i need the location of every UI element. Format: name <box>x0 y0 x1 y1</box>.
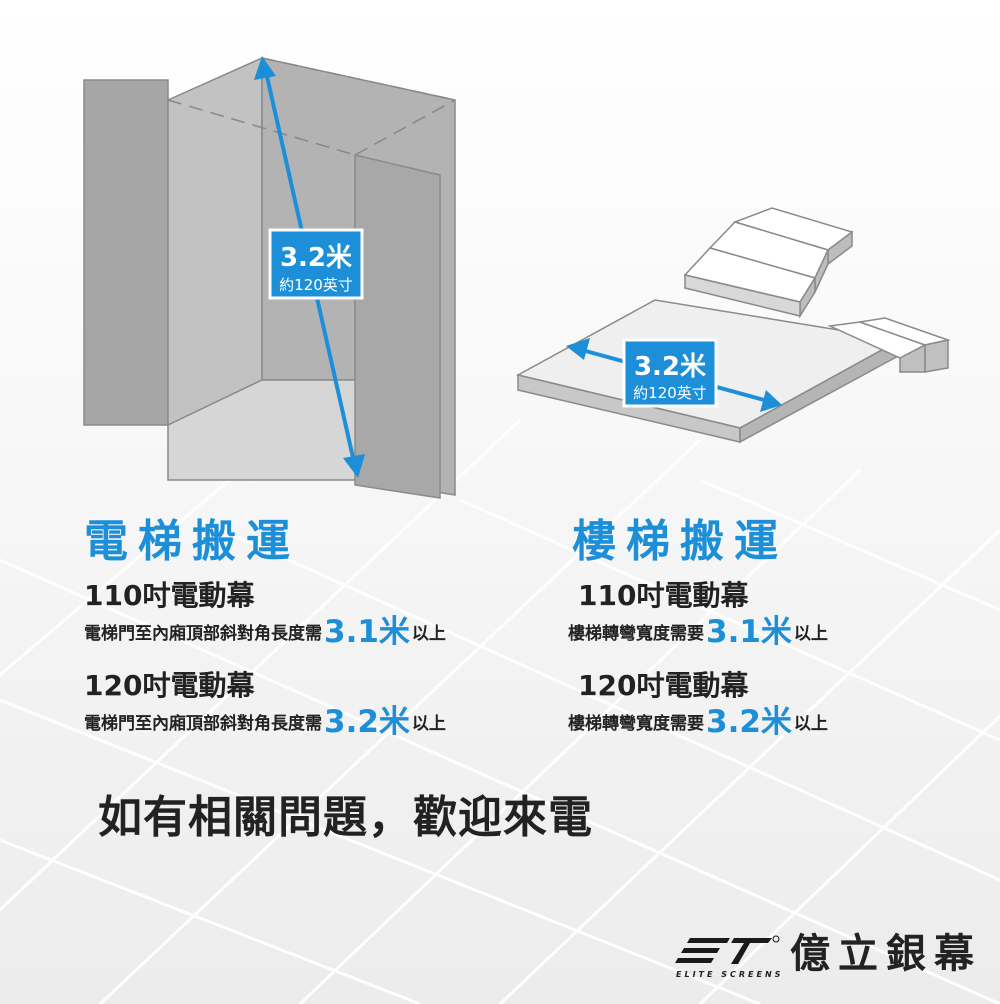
elevator-badge-main: 3.2米 <box>280 243 352 273</box>
elevator-section-title: 電梯搬運 <box>84 516 300 567</box>
elevator-120-title: 120吋電動幕 <box>84 669 255 702</box>
stairs-110-requirement: 樓梯轉彎寬度需要3.1米以上 <box>568 617 828 648</box>
elevator-120-suffix: 以上 <box>411 714 446 734</box>
elevator-110-requirement: 電梯門至內廂頂部斜對角長度需3.1米以上 <box>84 617 446 648</box>
stairs-badge-sub: 約120英寸 <box>633 384 707 402</box>
elevator-120-requirement: 電梯門至內廂頂部斜對角長度需3.2米以上 <box>84 707 446 738</box>
brand-subtitle: ELITE SCREENS <box>676 970 784 979</box>
stairs-120-text: 樓梯轉彎寬度需要 <box>568 714 704 734</box>
stairs-110-title: 110吋電動幕 <box>578 579 749 612</box>
elite-screens-logo-icon <box>675 935 780 964</box>
stairs-badge-main: 3.2米 <box>634 352 706 382</box>
elevator-size-badge <box>268 228 364 300</box>
stairs-section-title: 樓梯搬運 <box>572 516 788 567</box>
elevator-110-suffix: 以上 <box>411 624 446 644</box>
stairs-120-requirement: 樓梯轉彎寬度需要3.2米以上 <box>568 707 828 738</box>
stairs-120-title: 120吋電動幕 <box>578 669 749 702</box>
stairs-110-value: 3.1米 <box>706 614 792 650</box>
stairs-110-suffix: 以上 <box>793 624 828 644</box>
elevator-120-value: 3.2米 <box>324 704 410 740</box>
elevator-badge-sub: 約120英寸 <box>279 276 353 294</box>
contact-message: 如有相關問題，歡迎來電 <box>98 792 593 843</box>
elevator-110-value: 3.1米 <box>324 614 410 650</box>
stairs-120-suffix: 以上 <box>793 714 828 734</box>
elevator-110-title: 110吋電動幕 <box>84 579 255 612</box>
elevator-120-text: 電梯門至內廂頂部斜對角長度需 <box>84 714 322 734</box>
brand-name: 億立銀幕 <box>790 931 982 977</box>
elevator-110-text: 電梯門至內廂頂部斜對角長度需 <box>84 624 322 644</box>
stairs-120-value: 3.2米 <box>706 704 792 740</box>
stairs-size-badge <box>622 338 718 408</box>
stairs-110-text: 樓梯轉彎寬度需要 <box>568 624 704 644</box>
